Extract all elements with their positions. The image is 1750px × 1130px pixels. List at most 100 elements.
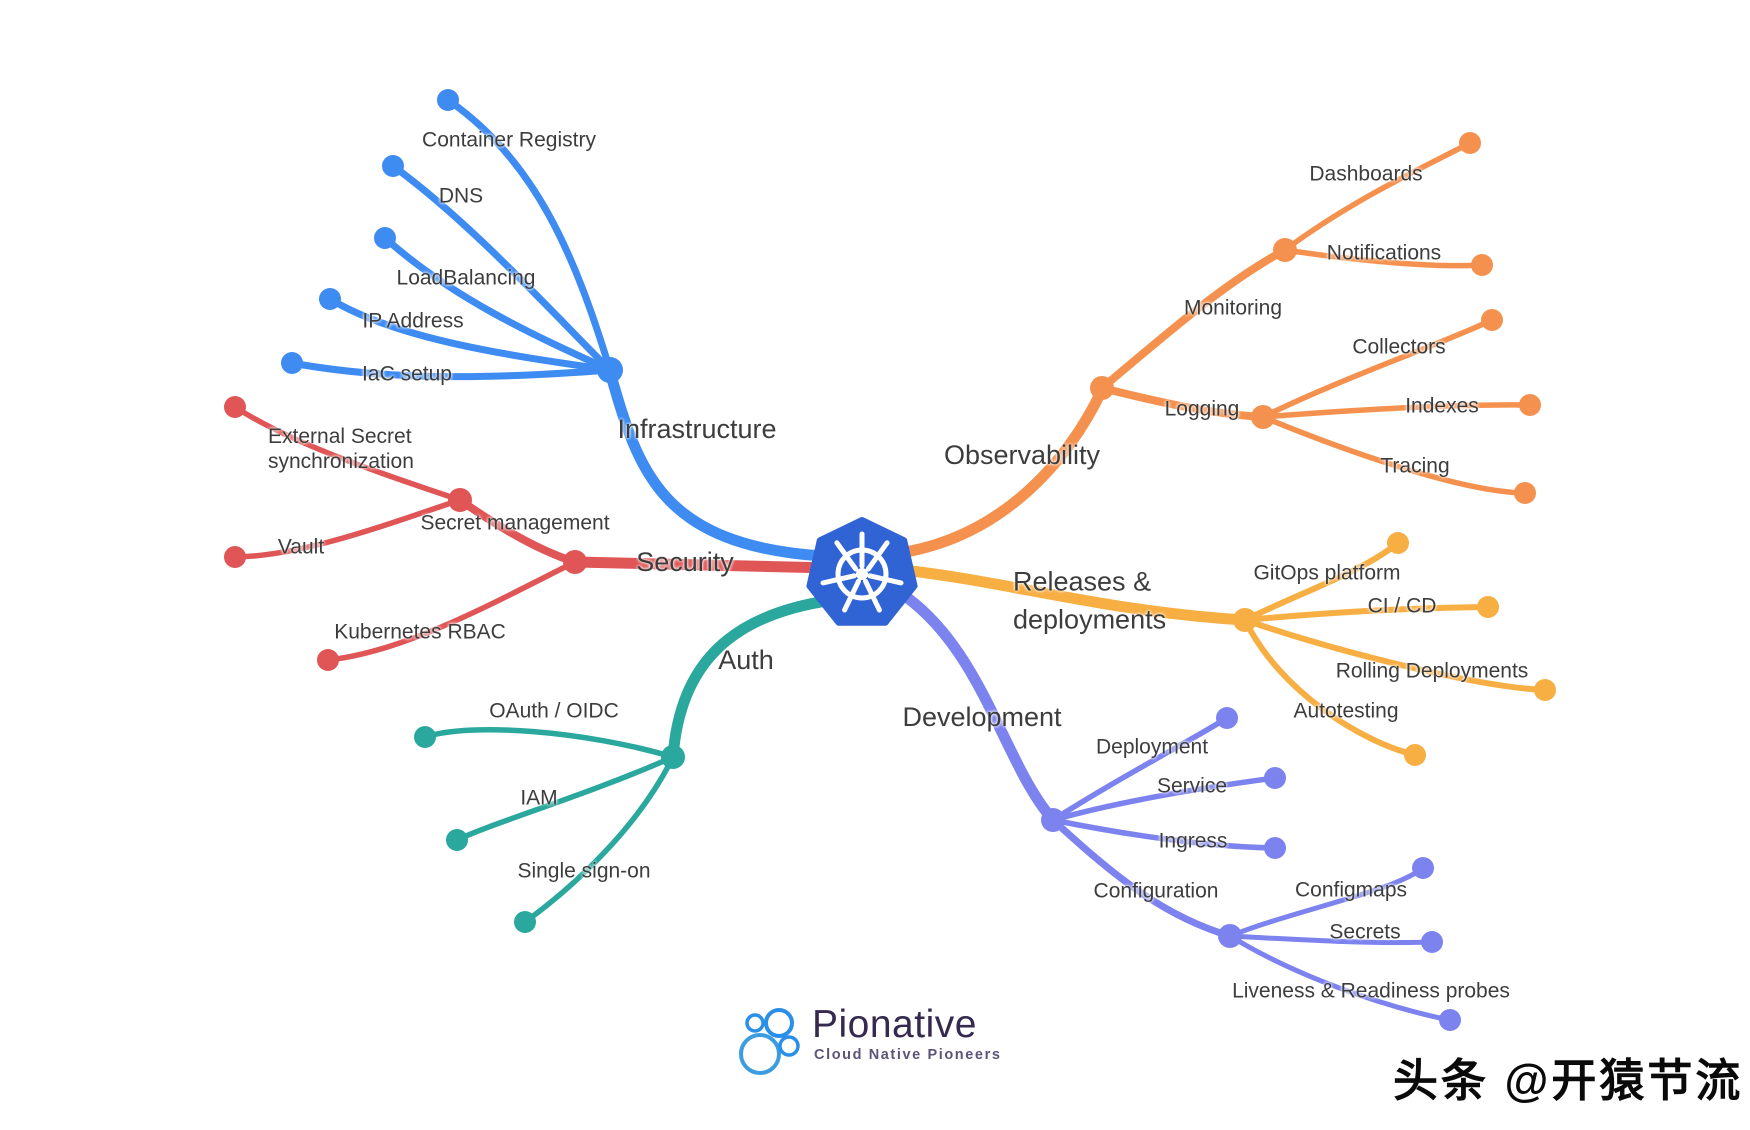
node-dot-kubernetes-rbac: [317, 649, 339, 671]
node-dot-oauth-oidc: [414, 726, 436, 748]
node-label-configmaps: Configmaps: [1294, 878, 1408, 902]
branch-infrastructure-edges: [288, 96, 828, 562]
edge-container-registry: [444, 96, 614, 374]
node-label-notifications: Notifications: [1326, 241, 1442, 265]
node-label-collectors: Collectors: [1352, 335, 1446, 359]
edge-observability-trunk: [887, 384, 1108, 560]
edge-ingress: [1050, 817, 1278, 851]
pionative-bubbles-icon: [739, 1008, 800, 1075]
edge-iam: [454, 754, 676, 843]
branch-security-edges: [232, 404, 838, 663]
node-dot-external-secret-sync: [224, 396, 246, 418]
edge-kubernetes-rbac: [325, 559, 578, 663]
edge-dns: [389, 162, 614, 374]
kubernetes-logo: [806, 517, 918, 626]
branch-releases-dots: [1233, 532, 1556, 766]
node-label-autotesting: Autotesting: [1293, 699, 1399, 723]
node-dot-collectors: [1481, 309, 1503, 331]
edge-rolling-deployments: [1242, 617, 1548, 693]
edge-external-secret-sync: [232, 404, 463, 503]
node-label-dashboards: Dashboards: [1309, 162, 1423, 186]
node-dot-single-sign-on: [514, 911, 536, 933]
edge-configuration: [1049, 816, 1234, 940]
node-dot-gitops-platform: [1387, 532, 1409, 554]
branch-auth-dots: [414, 726, 685, 933]
node-dot-releases: [1233, 608, 1257, 632]
node-dot-loadbalancing: [374, 227, 396, 249]
branch-development-edges: [887, 582, 1453, 1023]
node-label-kubernetes-rbac: Kubernetes RBAC: [334, 620, 506, 644]
brand-tagline: Cloud Native Pioneers: [814, 1047, 1002, 1063]
branch-infrastructure-dots: [281, 89, 623, 383]
edge-dashboards: [1282, 140, 1473, 253]
branch-label-auth: Auth: [718, 645, 774, 676]
edge-secrets: [1227, 933, 1435, 946]
node-dot-configmaps: [1412, 857, 1434, 879]
branch-label-infrastructure: Infrastructure: [617, 414, 777, 445]
node-label-iac-setup: IaC setup: [362, 362, 452, 386]
node-dot-ci-cd: [1477, 596, 1499, 618]
node-dot-container-registry: [437, 89, 459, 111]
edge-notifications: [1282, 247, 1485, 269]
node-label-oauth-oidc: OAuth / OIDC: [489, 699, 619, 723]
brand-name: Pionative: [812, 1003, 977, 1046]
node-dot-configuration: [1218, 924, 1242, 948]
node-dot-deployment: [1216, 707, 1238, 729]
edge-indexes: [1260, 402, 1533, 420]
node-label-service: Service: [1156, 774, 1228, 798]
node-label-loadbalancing: LoadBalancing: [396, 266, 536, 290]
pionative-logo: Pionative Cloud Native Pioneers: [728, 995, 1018, 1085]
node-label-container-registry: Container Registry: [422, 128, 596, 152]
node-dot-dns: [382, 155, 404, 177]
node-label-configuration: Configuration: [1093, 879, 1219, 903]
edge-auth-trunk: [667, 594, 839, 763]
node-dot-notifications: [1471, 254, 1493, 276]
node-dot-ingress: [1264, 837, 1286, 859]
branch-label-development: Development: [902, 702, 1062, 733]
node-label-liveness-readiness-probes: Liveness & Readiness probes: [1232, 979, 1510, 1003]
node-dot-security: [563, 550, 587, 574]
node-label-deployment: Deployment: [1095, 735, 1209, 759]
node-label-rolling-deployments: Rolling Deployments: [1335, 659, 1529, 683]
edge-autotesting: [1242, 617, 1418, 758]
edge-security-trunk: [569, 556, 838, 574]
edge-infrastructure-trunk: [604, 366, 828, 562]
edge-secret-management: [456, 496, 579, 566]
node-label-dns: DNS: [438, 184, 484, 208]
branch-label-security: Security: [636, 547, 734, 578]
node-dot-auth: [661, 745, 685, 769]
node-dot-vault: [224, 546, 246, 568]
edge-configmaps: [1227, 865, 1426, 939]
node-dot-autotesting: [1404, 744, 1426, 766]
node-dot-indexes: [1519, 394, 1541, 416]
node-label-tracing: Tracing: [1380, 454, 1450, 478]
branch-auth-edges: [422, 594, 839, 925]
node-dot-iac-setup: [281, 352, 303, 374]
node-dot-liveness-readiness: [1439, 1009, 1461, 1031]
edge-monitoring: [1098, 246, 1289, 392]
branch-observability-dots: [1090, 132, 1541, 504]
node-dot-ip-address: [319, 288, 341, 310]
node-label-secrets: Secrets: [1329, 920, 1401, 944]
kubernetes-wheel: [820, 531, 904, 613]
edge-logging: [1098, 384, 1267, 421]
edge-vault: [232, 497, 463, 560]
node-dot-service: [1264, 767, 1286, 789]
edge-gitops-platform: [1242, 540, 1401, 623]
edge-collectors: [1260, 317, 1495, 420]
node-dot-tracing: [1514, 482, 1536, 504]
node-label-monitoring: Monitoring: [1183, 296, 1283, 320]
node-label-single-sign-on: Single sign-on: [517, 859, 651, 883]
node-label-ci-cd: CI / CD: [1367, 594, 1437, 618]
node-dot-rolling-deployments: [1534, 679, 1556, 701]
branch-label-releases-deployments: Releases & deployments: [1013, 566, 1167, 635]
node-dot-iam: [446, 829, 468, 851]
node-dot-development: [1041, 808, 1065, 832]
edge-oauth-oidc: [422, 727, 676, 760]
node-dot-secret-management: [448, 488, 472, 512]
edge-ci-cd: [1242, 604, 1491, 623]
node-label-iam: IAM: [520, 786, 558, 810]
node-dot-logging: [1251, 405, 1275, 429]
edge-service: [1050, 775, 1278, 823]
